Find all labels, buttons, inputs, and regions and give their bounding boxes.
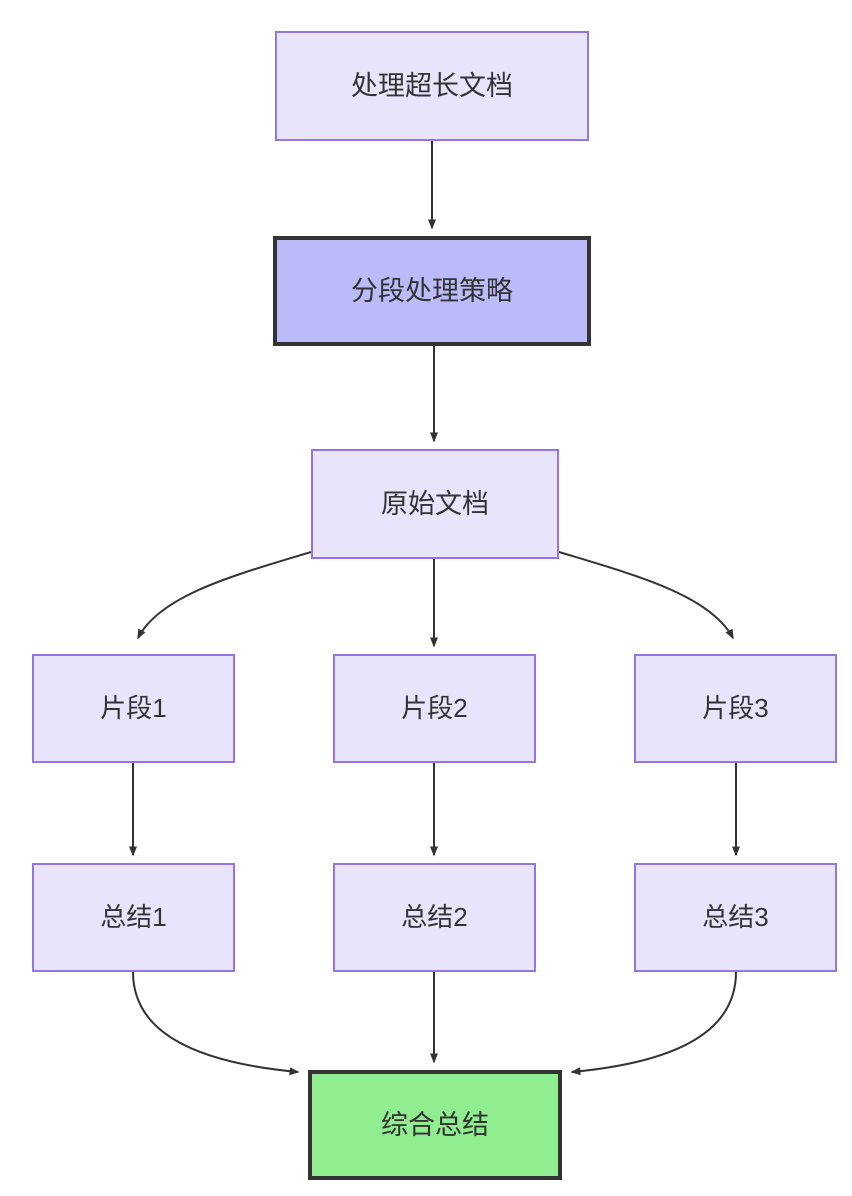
- edge-summary-3-to-final-summary: [570, 971, 737, 1076]
- node-root-label: 处理超长文档: [351, 70, 513, 101]
- node-summary-1-label: 总结1: [100, 901, 167, 932]
- node-segment-1-label: 片段1: [100, 692, 167, 723]
- node-summary-3[interactable]: 总结3: [634, 863, 837, 972]
- node-summary-2[interactable]: 总结2: [333, 863, 536, 972]
- node-source-doc-label: 原始文档: [381, 488, 489, 519]
- node-summary-3-label: 总结3: [702, 901, 769, 932]
- edge-source-doc-to-segment-3: [558, 551, 734, 640]
- node-final-summary-label: 综合总结: [381, 1109, 489, 1140]
- node-segment-2[interactable]: 片段2: [333, 654, 536, 763]
- edge-source-doc-to-segment-1: [137, 551, 312, 640]
- node-segment-2-label: 片段2: [401, 692, 468, 723]
- node-summary-2-label: 总结2: [401, 901, 468, 932]
- node-summary-1[interactable]: 总结1: [32, 863, 235, 972]
- node-segment-3-label: 片段3: [702, 692, 769, 723]
- node-segment-3[interactable]: 片段3: [634, 654, 837, 763]
- node-final-summary[interactable]: 综合总结: [308, 1070, 562, 1180]
- edge-summary-1-to-final-summary: [132, 971, 300, 1076]
- node-strategy[interactable]: 分段处理策略: [273, 236, 591, 346]
- node-strategy-label: 分段处理策略: [351, 275, 513, 306]
- node-segment-1[interactable]: 片段1: [32, 654, 235, 763]
- node-root[interactable]: 处理超长文档: [275, 31, 589, 141]
- node-source-doc[interactable]: 原始文档: [311, 449, 559, 559]
